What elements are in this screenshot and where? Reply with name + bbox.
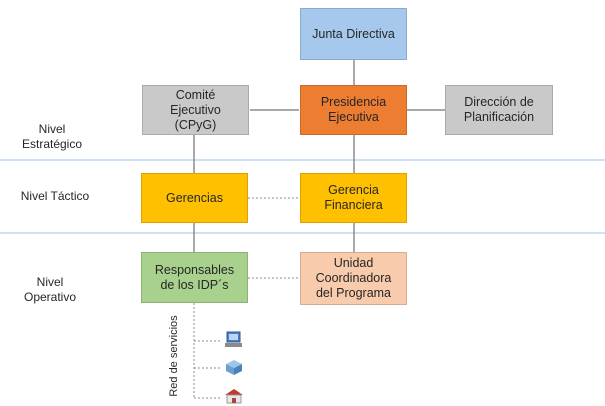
- box-label-line: Gerencia: [328, 183, 379, 197]
- box-label-line: Comité: [175, 87, 216, 102]
- box-label-line: Ejecutiva: [328, 110, 379, 124]
- box-label-line: Junta Directiva: [312, 26, 395, 41]
- box-label-line: Planificación: [463, 110, 535, 124]
- box-label-line: Gerencias: [166, 190, 223, 205]
- box-label-line: Coordinadora: [315, 271, 392, 285]
- level-label-line: Operativo: [23, 290, 77, 304]
- box-label-line: Unidad: [333, 256, 374, 270]
- box-label-line: (CPyG): [174, 117, 217, 132]
- level-label-line: Nivel Táctico: [20, 189, 90, 203]
- box-label-line: Responsables: [154, 262, 235, 277]
- box-label-line: Ejecutivo: [170, 102, 221, 117]
- box-label-line: Presidencia: [320, 95, 387, 109]
- level-label-line: Nivel: [36, 275, 64, 289]
- box-label-line: del Programa: [315, 286, 392, 300]
- computer-icon: [225, 331, 242, 347]
- box-label-line: de los IDP´s: [160, 277, 229, 292]
- level-label-line: Nivel: [38, 122, 66, 136]
- building-icon: [225, 389, 243, 404]
- box-label-line: Financiera: [324, 198, 383, 212]
- services-network-label: Red de servicios: [168, 315, 180, 397]
- level-label-tactico: Nivel Táctico: [10, 189, 100, 204]
- level-label-line: Estratégico: [21, 137, 83, 151]
- box-junta-directiva: Junta Directiva: [300, 8, 407, 60]
- box-label-line: Dirección de: [464, 95, 534, 109]
- box-gerencias: Gerencias: [141, 173, 248, 223]
- server-icon: [226, 360, 242, 375]
